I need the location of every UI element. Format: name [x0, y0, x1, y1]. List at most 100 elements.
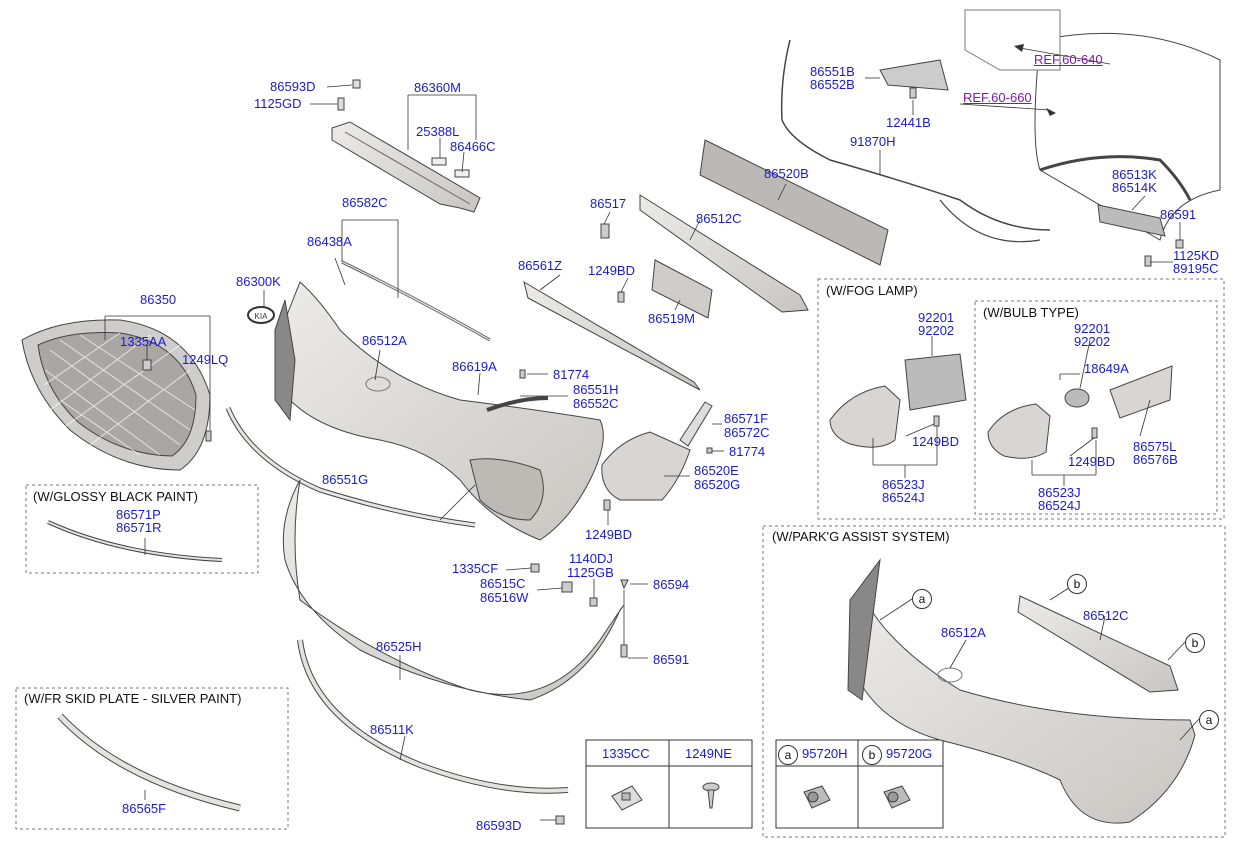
clip-81774-b: [706, 447, 713, 454]
label-86571P[interactable]: 86571P: [116, 507, 161, 522]
front-bumper-cover: [274, 281, 604, 541]
label-1125GD[interactable]: 1125GD: [254, 96, 302, 111]
label-86466C[interactable]: 86466C: [450, 139, 496, 154]
table-header-1335CC[interactable]: 1335CC: [602, 746, 650, 761]
label-1249BD-a[interactable]: 1249BD: [588, 263, 635, 278]
label-86524J-fog[interactable]: 86524J: [882, 490, 925, 505]
label-1335AA[interactable]: 1335AA: [120, 334, 167, 349]
clip-86515C: [561, 581, 573, 593]
ref-60-660-link[interactable]: REF.60-660: [963, 90, 1032, 105]
label-86593D-top[interactable]: 86593D: [270, 79, 316, 94]
label-86512A-park[interactable]: 86512A: [941, 625, 986, 640]
nut-86593D-bot: [555, 815, 565, 825]
label-86576B[interactable]: 86576B: [1133, 452, 1178, 467]
label-86523J-fog[interactable]: 86523J: [882, 477, 925, 492]
park-box-title: (W/PARK'G ASSIST SYSTEM): [772, 529, 950, 544]
label-86594[interactable]: 86594: [653, 577, 690, 592]
label-86552C[interactable]: 86552C: [573, 396, 619, 411]
label-86520E[interactable]: 86520E: [694, 463, 739, 478]
label-86591-mid[interactable]: 86591: [653, 652, 690, 667]
label-81774-a[interactable]: 81774: [553, 367, 590, 382]
label-86520G[interactable]: 86520G: [694, 477, 741, 492]
label-86512C[interactable]: 86512C: [696, 211, 742, 226]
table-header-95720H[interactable]: 95720H: [802, 746, 848, 761]
label-86350[interactable]: 86350: [140, 292, 177, 307]
trim-86571F: [679, 401, 713, 447]
table-header-1249NE[interactable]: 1249NE: [685, 746, 732, 761]
label-1335CF[interactable]: 1335CF: [452, 561, 499, 576]
label-86551G[interactable]: 86551G: [322, 472, 369, 487]
label-86514K[interactable]: 86514K: [1112, 180, 1157, 195]
callout-circle-b-1: b: [1067, 574, 1087, 594]
label-18649A[interactable]: 18649A: [1084, 361, 1129, 376]
label-86523J-bulb[interactable]: 86523J: [1038, 485, 1081, 500]
wiring-91870H: [780, 39, 1051, 231]
label-25388L[interactable]: 25388L: [416, 124, 460, 139]
label-86512C-park[interactable]: 86512C: [1083, 608, 1129, 623]
label-86519M[interactable]: 86519M: [648, 311, 695, 326]
label-86593D-bottom[interactable]: 86593D: [476, 818, 522, 833]
label-86551B[interactable]: 86551B: [810, 64, 855, 79]
clip-1335cc-icon: [611, 785, 643, 811]
label-86300K[interactable]: 86300K: [236, 274, 281, 289]
skid-box-title: (W/FR SKID PLATE - SILVER PAINT): [24, 691, 242, 706]
label-86517[interactable]: 86517: [590, 196, 627, 211]
callout-circle-a-1: a: [912, 589, 932, 609]
label-86571R[interactable]: 86571R: [116, 520, 162, 535]
label-1125GB[interactable]: 1125GB: [567, 565, 614, 580]
label-12441B[interactable]: 12441B: [886, 115, 931, 130]
label-86513K[interactable]: 86513K: [1112, 167, 1157, 182]
absorber-86520B: [699, 139, 889, 266]
label-86360M[interactable]: 86360M: [414, 80, 461, 95]
label-86619A[interactable]: 86619A: [452, 359, 497, 374]
label-1249BD-bulb[interactable]: 1249BD: [1068, 454, 1115, 469]
label-1140DJ[interactable]: 1140DJ: [569, 551, 613, 566]
label-86552B[interactable]: 86552B: [810, 77, 855, 92]
bulb-box-title: (W/BULB TYPE): [983, 305, 1079, 320]
label-86524J-bulb[interactable]: 86524J: [1038, 498, 1081, 513]
label-86525H[interactable]: 86525H: [376, 639, 422, 654]
label-92201-fog[interactable]: 92201: [918, 310, 955, 325]
ref-60-640-link[interactable]: REF.60-640: [1034, 52, 1103, 67]
label-1249BD-fog[interactable]: 1249BD: [912, 434, 959, 449]
label-1249LQ[interactable]: 1249LQ: [182, 352, 229, 367]
label-86572C[interactable]: 86572C: [724, 425, 770, 440]
strip-86561Z: [523, 280, 701, 391]
label-91870H[interactable]: 91870H: [850, 134, 896, 149]
screw-1249LQ: [205, 430, 212, 442]
screw-1249BD-f: [933, 415, 940, 427]
screw-1249BD-a: [617, 291, 625, 303]
upper-beam-86512C: [639, 194, 809, 313]
label-86520B[interactable]: 86520B: [764, 166, 809, 181]
label-81774-b[interactable]: 81774: [729, 444, 766, 459]
label-86515C[interactable]: 86515C: [480, 576, 526, 591]
plate-86519M: [651, 259, 713, 319]
label-86575L[interactable]: 86575L: [1133, 439, 1177, 454]
label-86438A[interactable]: 86438A: [307, 234, 352, 249]
fog-lamp-92201-b: [1064, 388, 1090, 408]
label-86591-right[interactable]: 86591: [1160, 207, 1197, 222]
label-86516W[interactable]: 86516W: [480, 590, 529, 605]
label-86582C[interactable]: 86582C: [342, 195, 388, 210]
label-86571F[interactable]: 86571F: [724, 411, 769, 426]
bolt-1140DJ: [589, 597, 598, 607]
sensor-table: [775, 739, 944, 829]
table-header-95720G[interactable]: 95720G: [886, 746, 933, 761]
label-92202-fog[interactable]: 92202: [918, 323, 955, 338]
screw-1249BD-bb: [1091, 427, 1098, 439]
label-89195C[interactable]: 89195C: [1173, 261, 1219, 276]
label-86512A[interactable]: 86512A: [362, 333, 407, 348]
label-86565F[interactable]: 86565F: [122, 801, 167, 816]
bracket-86513K: [1097, 204, 1166, 237]
label-92201-bulb[interactable]: 92201: [1074, 321, 1111, 336]
label-92202-bulb[interactable]: 92202: [1074, 334, 1111, 349]
label-1249BD-b[interactable]: 1249BD: [585, 527, 632, 542]
label-86561Z[interactable]: 86561Z: [518, 258, 563, 273]
label-1125KD[interactable]: 1125KD: [1173, 248, 1220, 263]
label-86511K[interactable]: 86511K: [370, 722, 414, 737]
emblem-86300K: [247, 306, 275, 324]
label-86551H[interactable]: 86551H: [573, 382, 619, 397]
glossy-box-title: (W/GLOSSY BLACK PAINT): [33, 489, 198, 504]
fog-bezel-86523J: [829, 385, 901, 448]
